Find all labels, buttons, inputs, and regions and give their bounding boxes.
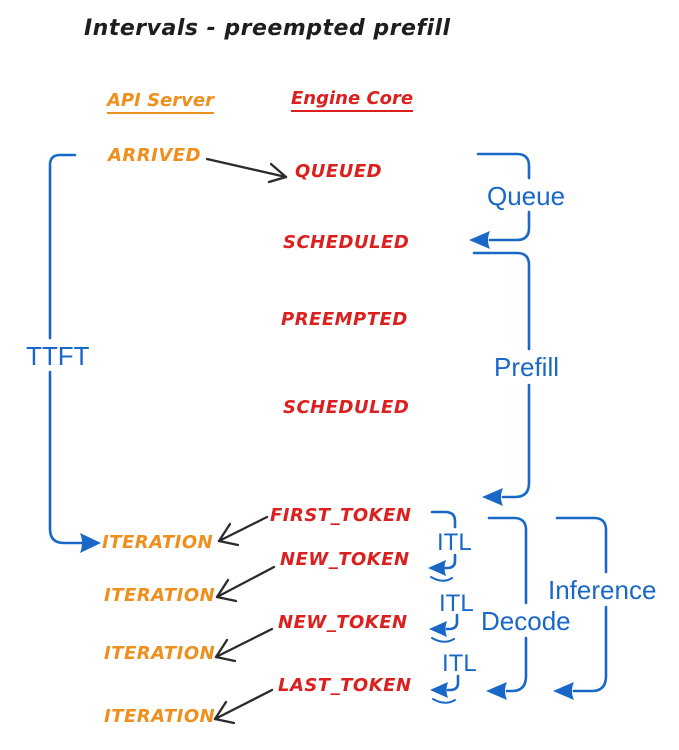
page-title: Intervals - preempted prefill (84, 16, 451, 41)
arrow-last-token-to-iteration (213, 688, 274, 725)
label-itl-2: ITL (439, 590, 474, 617)
event-iteration-4: ITERATION (104, 706, 216, 727)
event-scheduled-1: SCHEDULED (283, 232, 410, 253)
event-scheduled-2: SCHEDULED (283, 397, 410, 418)
event-arrived: ARRIVED (108, 145, 202, 166)
queue-bracket-arrow (469, 152, 531, 249)
prefill-bracket-arrow (472, 251, 531, 506)
column-header-api-server: API Server (107, 90, 214, 114)
arrow-new-token-2-to-iteration (214, 627, 274, 663)
label-itl-1: ITL (437, 529, 472, 556)
arrow-new-token-1-to-iteration (215, 565, 276, 603)
label-ttft: TTFT (26, 341, 90, 371)
event-iteration-1: ITERATION (102, 532, 214, 553)
event-new-token-2: NEW_TOKEN (278, 612, 408, 633)
itl-bracket-arrow-2 (429, 613, 459, 643)
itl-bracket-arrow-3 (430, 674, 460, 704)
ttft-bracket-arrow (48, 153, 101, 553)
label-itl-3: ITL (442, 650, 477, 677)
label-prefill: Prefill (494, 352, 560, 382)
event-queued: QUEUED (295, 161, 383, 182)
event-new-token-1: NEW_TOKEN (280, 549, 410, 570)
label-decode: Decode (481, 606, 571, 636)
arrow-arrived-to-queued (205, 157, 288, 184)
arrow-first-token-to-iteration (217, 515, 269, 547)
event-iteration-3: ITERATION (104, 643, 216, 664)
event-preempted: PREEMPTED (281, 309, 408, 330)
inference-bracket-arrow (553, 516, 608, 700)
itl-bracket-arrow-1 (428, 510, 457, 582)
label-inference: Inference (548, 575, 657, 605)
column-header-engine-core: Engine Core (291, 88, 414, 112)
label-queue: Queue (487, 181, 566, 211)
event-last-token: LAST_TOKEN (278, 675, 412, 696)
event-iteration-2: ITERATION (104, 585, 216, 606)
event-first-token: FIRST_TOKEN (270, 505, 412, 526)
decode-bracket-arrow (486, 516, 528, 700)
